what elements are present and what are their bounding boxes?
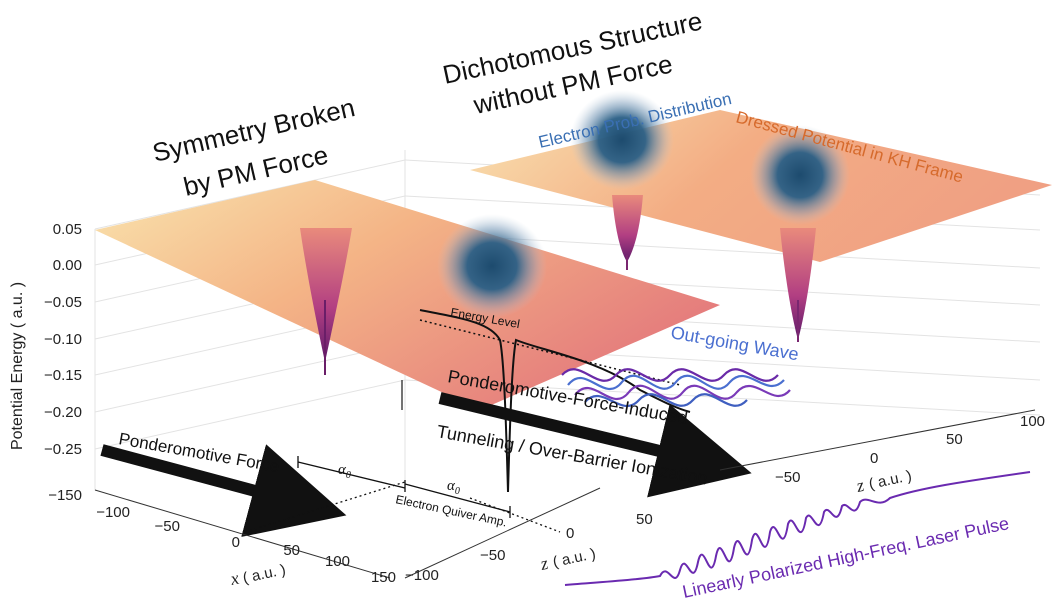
y-tick: −0.15 <box>44 367 82 384</box>
x-tick: 0 <box>232 534 240 551</box>
pm-induced-arrow <box>438 392 752 498</box>
x-tick: 100 <box>325 553 350 570</box>
y-tick: −0.05 <box>44 294 82 311</box>
x-tick: −50 <box>155 518 180 535</box>
pm-force-label: Ponderomotive Force <box>117 429 280 476</box>
y-axis: 0.05 0.00 −0.05 −0.10 −0.15 −0.20 −0.25 … <box>9 221 82 458</box>
y-tick: 0.00 <box>53 257 82 274</box>
x-axis-unit: ( a.u. ) <box>241 561 287 587</box>
quiver-dimension-lines <box>244 456 561 533</box>
z-tick: −100 <box>405 567 439 584</box>
z-axis-front: −100 −50 0 50 z ( a.u. ) <box>404 487 653 584</box>
z-tick: 50 <box>946 431 963 448</box>
x-axis: −150 −100 −50 0 50 100 150 x ( a.u. ) <box>48 487 396 589</box>
outgoing-wave-label: Out-going Wave <box>669 322 800 364</box>
x-tick: −150 <box>48 487 82 504</box>
x-tick: 150 <box>371 569 396 586</box>
electron-cloud-back-left <box>570 90 674 190</box>
y-tick: −0.10 <box>44 331 82 348</box>
electron-cloud-front <box>437 214 547 318</box>
z-tick: −50 <box>775 469 800 486</box>
alpha-upper: α0 <box>338 462 351 481</box>
z-axis-back: −50 0 50 100 z ( a.u. ) <box>719 409 1045 496</box>
electron-cloud-back-right <box>750 125 850 225</box>
z-axis-unit: ( a.u. ) <box>867 467 913 493</box>
y-axis-title: Potential Energy ( a.u. ) <box>9 282 26 450</box>
pm-force-arrow <box>100 444 347 537</box>
y-tick: −0.20 <box>44 404 82 421</box>
x-axis-var: x <box>228 568 241 589</box>
z-axis-unit: ( a.u. ) <box>551 545 597 571</box>
z-axis-var: z <box>538 553 550 574</box>
z-tick: 50 <box>636 511 653 528</box>
laser-pulse-label: Linearly Polarized High-Freq. Laser Puls… <box>681 513 1011 602</box>
outgoing-wave <box>561 368 791 408</box>
z-tick: 100 <box>1020 413 1045 430</box>
x-tick: −100 <box>96 504 130 521</box>
alpha-lower: α0 <box>447 478 460 497</box>
x-tick: 50 <box>283 542 300 559</box>
z-tick: −50 <box>480 547 505 564</box>
laser-pulse-wave <box>564 471 1031 586</box>
z-tick: 0 <box>870 450 878 467</box>
y-tick: −0.25 <box>44 441 82 458</box>
z-tick: 0 <box>566 525 574 542</box>
quiver-label: Electron Quiver Amp. <box>394 492 508 529</box>
y-tick: 0.05 <box>53 221 82 238</box>
dressed-potential-surface-front <box>95 180 720 410</box>
z-axis-var: z <box>854 475 866 496</box>
